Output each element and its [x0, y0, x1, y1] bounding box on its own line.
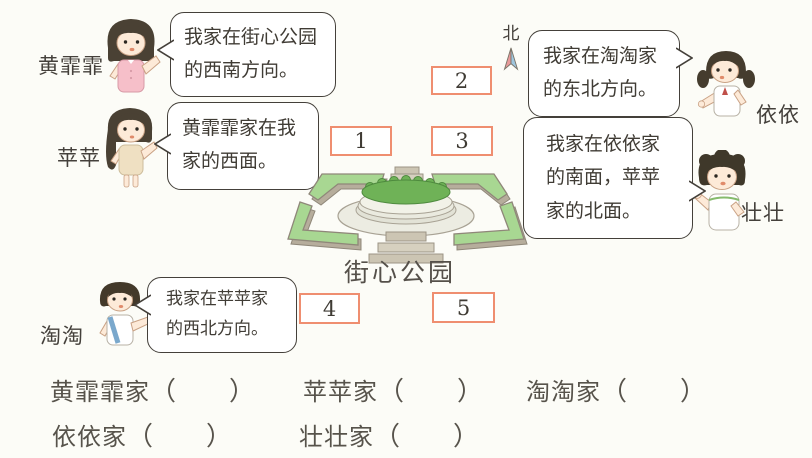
flower-bed-bottom-left: [287, 201, 359, 246]
character-huangfeifei-illustration: [107, 19, 161, 93]
paren-open: （: [374, 422, 402, 452]
speaker-name-yiyi: 依依: [756, 103, 800, 127]
house-box-number: 5: [456, 295, 471, 320]
speech-text: 我家在街心公园的西南方向。: [184, 26, 318, 82]
answer-label: 苹苹家: [303, 378, 378, 406]
speech-bubble-yiyi: 我家在淘淘家的东北方向。: [528, 30, 693, 117]
paren-close: ）: [453, 422, 481, 452]
paren-close: ）: [680, 377, 708, 407]
answer-label: 依依家: [52, 423, 127, 451]
paren-open: （: [127, 422, 155, 452]
speech-bubble-pingping: 黄霏霏家在我家的西面。: [154, 102, 319, 190]
speech-bubble-tail: [157, 39, 174, 61]
answer-label: 黄霏霏家: [50, 378, 150, 406]
answer-item-taotao: 淘淘家（ ）: [526, 371, 707, 408]
answer-item-yiyi: 依依家（ ）: [52, 416, 233, 453]
speech-text: 我家在淘淘家的东北方向。: [543, 45, 658, 101]
character-yiyi-illustration: [697, 51, 755, 117]
paren-close: ）: [457, 377, 485, 407]
park-illustration: [287, 166, 528, 264]
speaker-name-taotao: 淘淘: [40, 324, 84, 348]
speaker-name-zhuangzhuang: 壮壮: [741, 201, 785, 225]
answer-label: 淘淘家: [526, 378, 601, 406]
speech-bubble-taotao: 我家在苹苹家的西北方向。: [134, 277, 297, 353]
fountain-hedge: [361, 179, 451, 205]
speech-bubble-tail: [154, 133, 171, 155]
house-box-number: 2: [454, 68, 469, 93]
speech-bubble-zhuangzhuang: 我家在依依家的南面，苹苹家的北面。: [523, 117, 706, 239]
speech-bubble-tail: [676, 47, 693, 69]
house-box-number: 1: [354, 129, 368, 153]
paren-open: （: [601, 377, 629, 407]
flower-bed-top-right: [431, 173, 508, 201]
paren-close: ）: [229, 377, 257, 407]
answer-item-pingping: 苹苹家（ ）: [303, 371, 484, 408]
speech-text: 我家在苹苹家的西北方向。: [166, 289, 268, 339]
house-box-1[interactable]: 1: [330, 126, 392, 156]
park-label: 街心公园: [344, 258, 457, 287]
character-pingping-illustration: [106, 108, 158, 188]
house-box-4[interactable]: 4: [299, 293, 360, 324]
compass-north-arrow-icon: [503, 47, 519, 71]
speech-text: 黄霏霏家在我家的西面。: [182, 117, 297, 173]
speaker-name-pingping: 苹苹: [57, 146, 101, 170]
answer-item-zhuangzhuang: 壮壮家（ ）: [299, 416, 480, 453]
answer-item-huangfeifei: 黄霏霏家（ ）: [50, 371, 256, 408]
flower-bed-top-left: [308, 173, 385, 201]
compass-north-label: 北: [502, 24, 520, 44]
speech-bubble-huangfeifei: 我家在街心公园的西南方向。: [157, 12, 336, 97]
character-zhuangzhuang-illustration: [692, 150, 746, 231]
paren-open: （: [378, 377, 406, 407]
speech-bubble-tail: [134, 294, 151, 316]
speech-bubble-tail: [689, 180, 706, 202]
flower-bed-bottom-right: [453, 201, 525, 246]
house-box-2[interactable]: 2: [431, 66, 492, 95]
paren-close: ）: [206, 422, 234, 452]
house-box-3[interactable]: 3: [431, 126, 493, 156]
speech-text: 我家在依依家的南面，苹苹家的北面。: [546, 133, 661, 222]
house-box-5[interactable]: 5: [432, 292, 495, 323]
character-taotao-illustration: [99, 282, 151, 346]
speaker-name-huangfeifei: 黄霏霏: [38, 54, 104, 78]
paren-open: （: [150, 377, 178, 407]
house-box-number: 3: [455, 129, 469, 153]
house-box-number: 4: [322, 296, 337, 321]
answer-label: 壮壮家: [299, 423, 374, 451]
compass-north: 北: [497, 19, 525, 72]
